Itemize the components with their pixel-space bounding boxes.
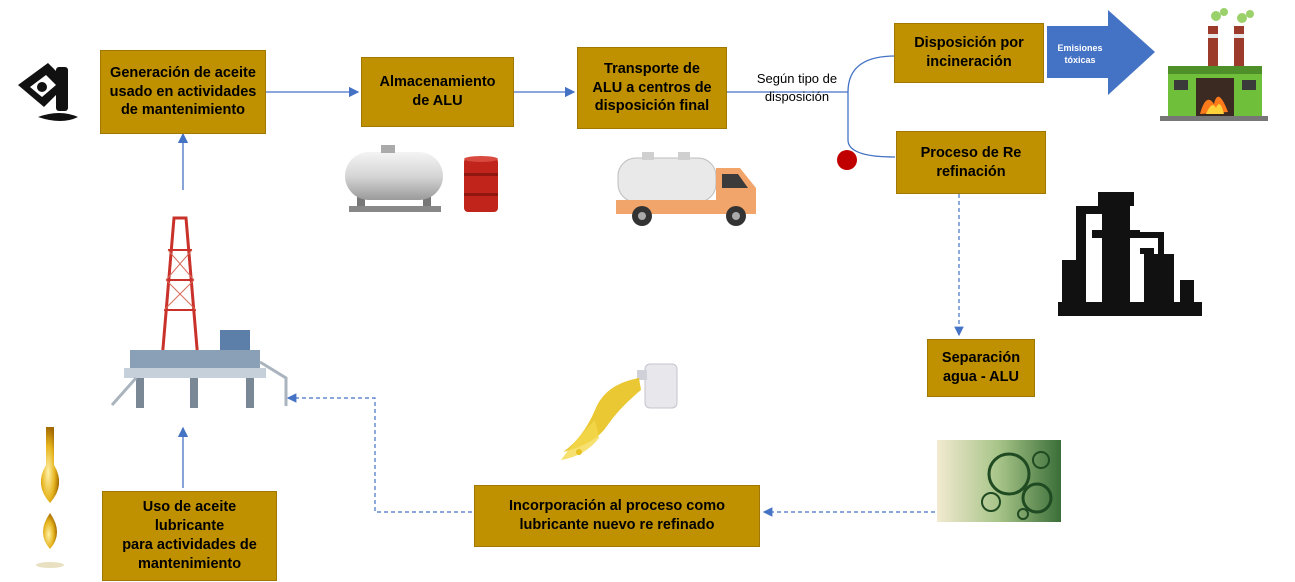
box-incineration: Disposición por incineración [894,23,1044,83]
connector-branch-to-incineration [847,55,896,93]
decision-dot [837,150,857,170]
box-separation: Separación agua - ALU [927,339,1035,397]
label-emissions: Emisiones tóxicas [1057,43,1103,65]
oil-can-icon [18,63,78,121]
tanker-truck-icon [616,152,756,226]
drilling-rig-icon [110,216,288,408]
factory-icon [1160,8,1268,121]
box-generation: Generación de aceite usado en actividade… [100,50,266,134]
box-transport: Transporte de ALU a centros de disposici… [577,47,727,129]
pouring-oil-icon [561,363,678,460]
box-rerefining: Proceso de Re refinación [896,131,1046,194]
box-use: Uso de aceite lubricante para actividade… [102,491,277,581]
refinery-icon [1058,192,1202,316]
connector-branch-to-rerefining [847,92,896,158]
storage-tank-icon [345,145,443,212]
box-incorporation: Incorporación al proceso como lubricante… [474,485,760,547]
arrow-incorporation-to-rig [286,393,472,513]
label-disposal-type: Según tipo de disposición [756,71,838,104]
oil-drops-icon [36,427,64,568]
oil-barrel-icon [464,156,498,212]
box-storage: Almacenamiento de ALU [361,57,514,127]
emissions-arrow [1047,10,1155,95]
oil-bubbles-icon [937,440,1061,522]
